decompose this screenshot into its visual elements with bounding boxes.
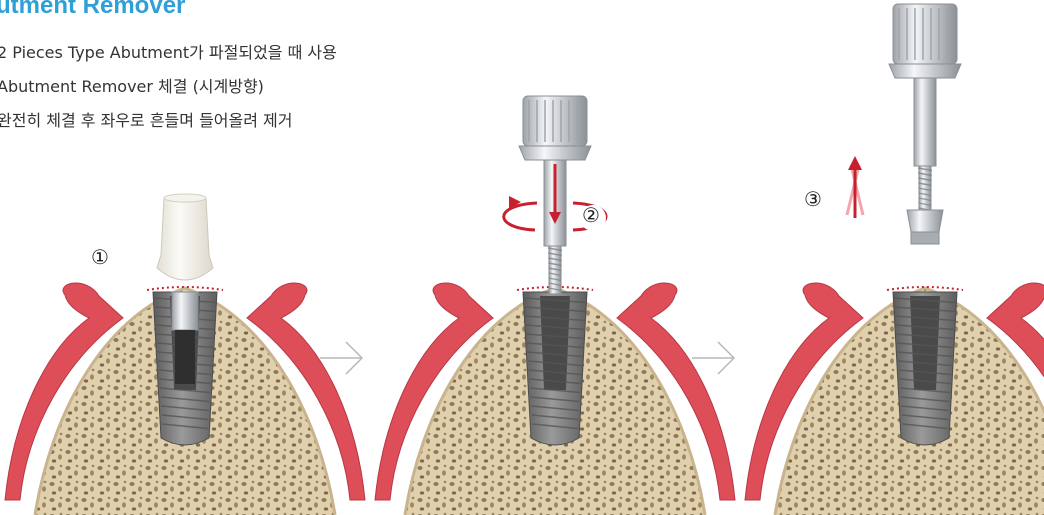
step-item-2: Abutment Remover 체결 (시계방향) [0, 78, 337, 96]
removed-abutment-with-tool [889, 4, 961, 244]
flow-arrow-icon [320, 342, 362, 374]
step-item-1: 2 Pieces Type Abutment가 파절되었을 때 사용 [0, 44, 337, 62]
step-marker-3: ③ [804, 187, 822, 211]
panel-remover-screwed-clockwise [375, 96, 735, 515]
panel-fractured-abutment-in-implant [5, 194, 365, 515]
page-title: utment Remover [0, 0, 185, 20]
panel-abutment-removed [745, 4, 1044, 515]
step-marker-1: ① [91, 245, 109, 269]
flow-arrow-icon [692, 342, 734, 374]
step-list: 2 Pieces Type Abutment가 파절되었을 때 사용 Abutm… [0, 44, 337, 146]
step-marker-2: ② [582, 203, 600, 227]
rocking-arrows-icon [847, 156, 863, 218]
step-item-3: 완전히 체결 후 좌우로 흔들며 들어올려 제거 [0, 112, 337, 130]
